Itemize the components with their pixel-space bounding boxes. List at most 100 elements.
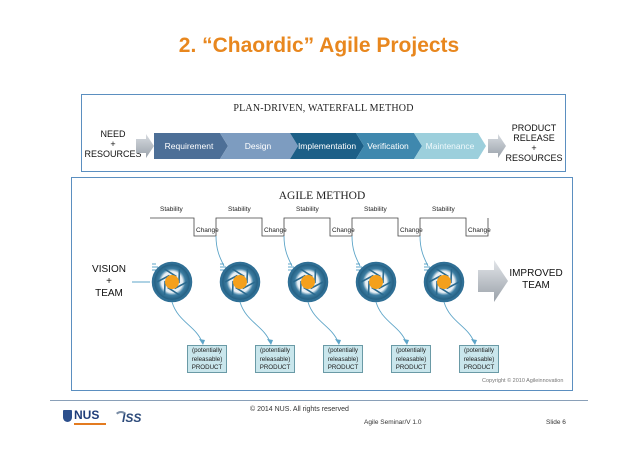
aperture-blade — [163, 280, 166, 296]
aperture-blade — [178, 268, 181, 284]
product-arrowhead — [403, 339, 409, 345]
aperture-blade — [382, 268, 385, 284]
stage-design: Design — [244, 141, 272, 151]
change-connector — [283, 235, 293, 267]
change-label: Change — [400, 227, 423, 234]
product-connector — [307, 301, 339, 343]
product-arrowhead — [199, 339, 205, 345]
product-box-line: releasable) — [395, 355, 427, 363]
waterfall-title: PLAN-DRIVEN, WATERFALL METHOD — [233, 103, 414, 114]
product-box-line: (potentially — [328, 347, 358, 354]
aperture-blade — [310, 281, 324, 290]
stability-label: Stability — [160, 206, 183, 213]
iss-logo: ISS — [114, 408, 154, 430]
aperture-blade — [292, 274, 306, 283]
stage-implementation: Implementation — [297, 141, 357, 151]
waterfall-output-label: PRODUCT RELEASE + RESOURCES — [505, 123, 563, 163]
iteration-core — [437, 275, 451, 289]
aperture-blade — [232, 268, 245, 278]
product-box-line: (potentially — [464, 347, 494, 354]
change-connector — [419, 235, 429, 267]
product-box-line: PRODUCT — [395, 364, 427, 371]
change-connector — [351, 235, 361, 267]
stability-label: Stability — [432, 206, 455, 213]
product-box-line: (potentially — [260, 347, 290, 354]
aperture-blade — [435, 280, 438, 296]
iss-swoosh-icon — [114, 411, 128, 425]
iteration-core — [165, 275, 179, 289]
product-arrowhead — [267, 339, 273, 345]
stage-maintenance: Maintenance — [425, 141, 475, 151]
aperture-blade — [439, 286, 452, 296]
aperture-blade — [303, 286, 316, 296]
aperture-blade — [314, 268, 317, 284]
aperture-blade — [156, 274, 170, 283]
stage-verification: Verification — [367, 141, 409, 151]
agile-input-label: VISION + TEAM — [92, 264, 126, 299]
aperture-blade — [367, 280, 370, 296]
change-connector — [215, 235, 225, 267]
aperture-blade — [371, 286, 384, 296]
product-box-line: PRODUCT — [327, 364, 359, 371]
waterfall-input-label: NEED + RESOURCES — [84, 129, 142, 159]
change-label: Change — [332, 227, 355, 234]
aperture-blade — [242, 281, 256, 290]
iteration-core — [233, 275, 247, 289]
stage-requirement-shape — [154, 133, 228, 159]
aperture-blade — [360, 274, 374, 283]
aperture-blade — [246, 268, 249, 284]
stage-design-shape — [220, 133, 298, 159]
aperture-blade — [164, 268, 177, 278]
agile-title: AGILE METHOD — [278, 190, 366, 202]
aperture-blade — [231, 280, 234, 296]
aperture-blade — [167, 286, 180, 296]
change-label: Change — [264, 227, 287, 234]
product-box-line: releasable) — [327, 355, 359, 363]
nus-crest-icon — [63, 410, 72, 422]
product-connector — [239, 301, 271, 343]
product-box-line: (potentially — [396, 347, 426, 354]
footer-copyright: © 2014 NUS. All rights reserved — [250, 406, 349, 413]
aperture-blade — [428, 274, 442, 283]
product-box-line: (potentially — [192, 347, 222, 354]
product-box-line: releasable) — [259, 355, 291, 363]
aperture-blade — [450, 268, 453, 284]
input-lines-icon — [152, 263, 158, 271]
stability-change-line — [150, 217, 489, 237]
agile-output-label: IMPROVED TEAM — [509, 268, 563, 291]
waterfall-output-arrow — [488, 134, 506, 158]
slide-title: 2. “Chaordic” Agile Projects — [178, 34, 460, 57]
aperture-blade — [446, 281, 460, 290]
agile-output-arrow — [478, 260, 508, 302]
aperture-blade — [378, 281, 392, 290]
product-connector — [443, 301, 475, 343]
change-label: Change — [196, 227, 219, 234]
stage-implementation-shape — [290, 133, 364, 159]
footer-version: Agile Seminar/V 1.0 — [364, 419, 422, 426]
agile-copyright: Copyright © 2010 Agileinnovation — [482, 378, 564, 384]
product-box-line: PRODUCT — [259, 364, 291, 371]
iteration-core — [301, 275, 315, 289]
aperture-blade — [299, 280, 302, 296]
nus-logo: NUS — [63, 408, 109, 430]
product-box-line: releasable) — [191, 355, 223, 363]
aperture-blade — [224, 274, 238, 283]
aperture-blade — [235, 286, 248, 296]
footer-divider — [50, 400, 588, 401]
iteration-core — [369, 275, 383, 289]
stability-label: Stability — [296, 206, 319, 213]
stability-label: Stability — [364, 206, 387, 213]
nus-tagline-bar — [74, 423, 106, 425]
stage-verification-shape — [356, 133, 422, 159]
product-connector — [171, 301, 203, 343]
footer-slide-number: Slide 6 — [546, 419, 566, 426]
stability-label: Stability — [228, 206, 251, 213]
product-connector — [375, 301, 407, 343]
product-box-line: PRODUCT — [463, 364, 495, 371]
product-box-line: releasable) — [463, 355, 495, 363]
